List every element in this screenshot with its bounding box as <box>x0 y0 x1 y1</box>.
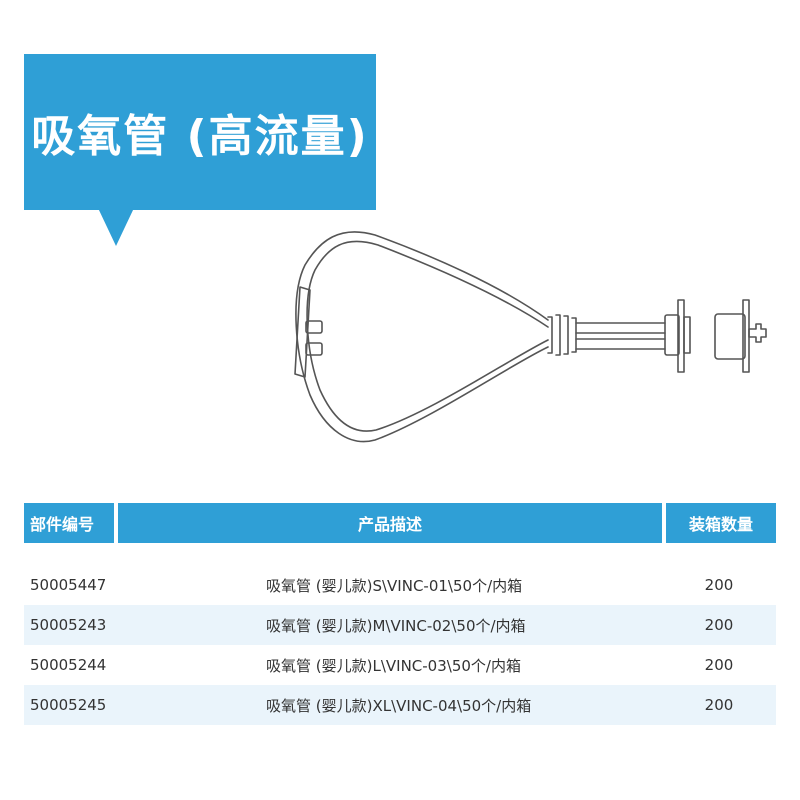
connector-cap-1 <box>683 316 691 354</box>
table-row: 50005245 吸氧管 (婴儿款)XL\VINC-04\50个/内箱 200 <box>24 685 776 725</box>
cell-description: 吸氧管 (婴儿款)XL\VINC-04\50个/内箱 <box>266 696 532 715</box>
connector-flange-2 <box>742 299 750 373</box>
junction-coil-2 <box>555 314 561 356</box>
cell-quantity: 200 <box>704 656 734 674</box>
cell-description: 吸氧管 (婴儿款)M\VINC-02\50个/内箱 <box>266 616 526 635</box>
table-header: 部件编号 产品描述 装箱数量 <box>24 503 776 543</box>
nasal-prong-2 <box>305 342 323 356</box>
table-body: 50005447 吸氧管 (婴儿款)S\VINC-01\50个/内箱 200 5… <box>24 565 776 725</box>
cell-code: 50005244 <box>30 656 107 674</box>
cell-description: 吸氧管 (婴儿款)L\VINC-03\50个/内箱 <box>266 656 521 675</box>
connector-nozzle <box>748 323 767 343</box>
title-banner-pointer <box>98 208 134 246</box>
header-description: 产品描述 <box>118 503 662 543</box>
cell-quantity: 200 <box>704 576 734 594</box>
junction-coil-1 <box>547 316 553 354</box>
table-row: 50005243 吸氧管 (婴儿款)M\VINC-02\50个/内箱 200 <box>24 605 776 645</box>
spec-table: 部件编号 产品描述 装箱数量 50005447 吸氧管 (婴儿款)S\VINC-… <box>24 503 776 725</box>
cell-description: 吸氧管 (婴儿款)S\VINC-01\50个/内箱 <box>266 576 523 595</box>
junction-coil-4 <box>571 317 577 353</box>
title-banner: 吸氧管 (高流量) <box>24 54 376 210</box>
connector-body-2 <box>714 313 746 360</box>
nasal-prong-1 <box>305 320 323 334</box>
cell-quantity: 200 <box>704 696 734 714</box>
junction-coil-3 <box>563 315 569 355</box>
cell-code: 50005245 <box>30 696 107 714</box>
oxygen-tube-illustration <box>294 231 767 443</box>
tubing-inner <box>306 240 549 432</box>
cell-quantity: 200 <box>704 616 734 634</box>
header-code: 部件编号 <box>24 503 114 543</box>
page-title: 吸氧管 (高流量) <box>31 111 369 162</box>
table-row: 50005244 吸氧管 (婴儿款)L\VINC-03\50个/内箱 200 <box>24 645 776 685</box>
connector-collar-1 <box>664 314 680 356</box>
table-row: 50005447 吸氧管 (婴儿款)S\VINC-01\50个/内箱 200 <box>24 565 776 605</box>
cell-code: 50005447 <box>30 576 107 594</box>
cell-code: 50005243 <box>30 616 107 634</box>
cannula-body <box>294 286 311 378</box>
header-quantity: 装箱数量 <box>666 503 776 543</box>
